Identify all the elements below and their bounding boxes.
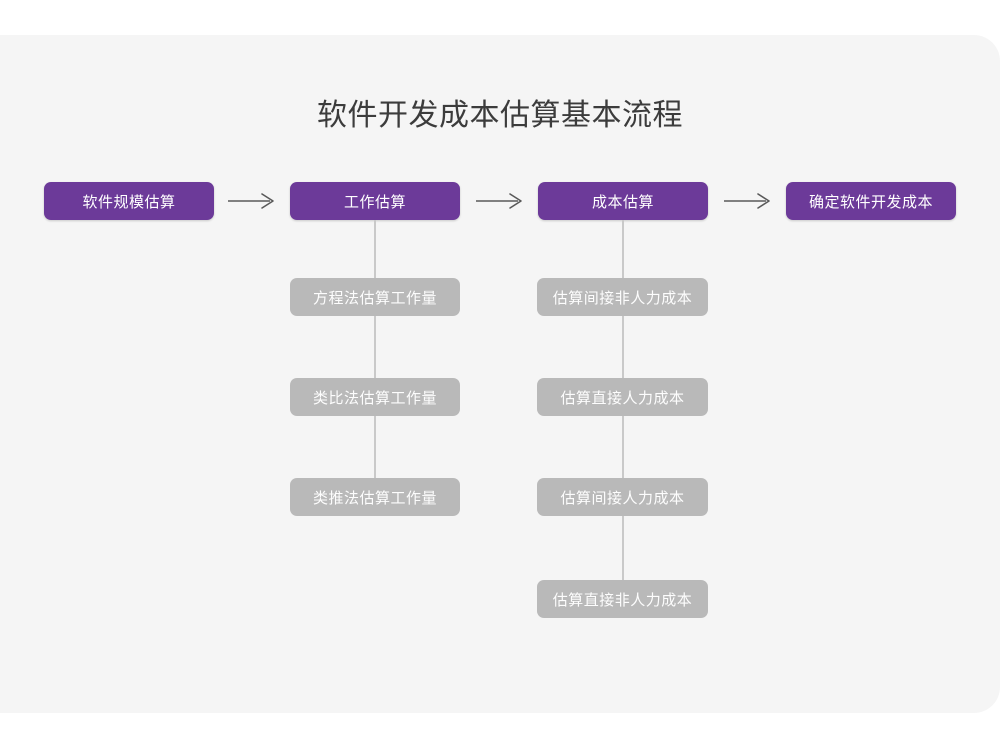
substep-node-col2-1[interactable]: 方程法估算工作量: [290, 278, 460, 316]
connector-line-col2-a: [374, 220, 376, 280]
stage-node-3[interactable]: 成本估算: [538, 182, 708, 220]
connector-line-col3-a: [622, 220, 624, 280]
arrow-right-icon-3: [724, 191, 772, 211]
arrow-right-icon-2: [476, 191, 524, 211]
connector-line-col3-d: [622, 516, 624, 580]
arrow-right-icon-1: [228, 191, 276, 211]
substep-node-col3-3[interactable]: 估算间接人力成本: [537, 478, 708, 516]
stage-node-3-label: 成本估算: [591, 193, 654, 211]
substep-node-col2-3[interactable]: 类推法估算工作量: [290, 478, 460, 516]
substep-node-col3-2[interactable]: 估算直接人力成本: [537, 378, 708, 416]
substep-node-col3-4-label: 估算直接非人力成本: [552, 591, 693, 609]
stage-node-1[interactable]: 软件规模估算: [44, 182, 214, 220]
substep-node-col3-1[interactable]: 估算间接非人力成本: [537, 278, 708, 316]
substep-node-col2-2[interactable]: 类比法估算工作量: [290, 378, 460, 416]
substep-node-col3-2-label: 估算直接人力成本: [560, 389, 685, 407]
substep-node-col3-4[interactable]: 估算直接非人力成本: [537, 580, 708, 618]
substep-node-col2-2-label: 类比法估算工作量: [312, 389, 437, 407]
connector-line-col2-c: [374, 415, 376, 478]
stage-node-2-label: 工作估算: [343, 193, 406, 211]
diagram-card: [0, 35, 1000, 713]
connector-line-col3-c: [622, 416, 624, 478]
substep-node-col3-1-label: 估算间接非人力成本: [552, 289, 693, 307]
stage-node-4-label: 确定软件开发成本: [808, 193, 933, 211]
page-title: 软件开发成本估算基本流程: [317, 99, 683, 132]
stage-node-2[interactable]: 工作估算: [290, 182, 460, 220]
substep-node-col2-1-label: 方程法估算工作量: [312, 289, 437, 307]
substep-node-col3-3-label: 估算间接人力成本: [560, 489, 685, 507]
connector-line-col2-b: [374, 315, 376, 378]
substep-node-col2-3-label: 类推法估算工作量: [312, 489, 437, 507]
connector-line-col3-b: [622, 316, 624, 378]
stage-node-1-label: 软件规模估算: [82, 193, 176, 211]
stage-node-4[interactable]: 确定软件开发成本: [786, 182, 956, 220]
